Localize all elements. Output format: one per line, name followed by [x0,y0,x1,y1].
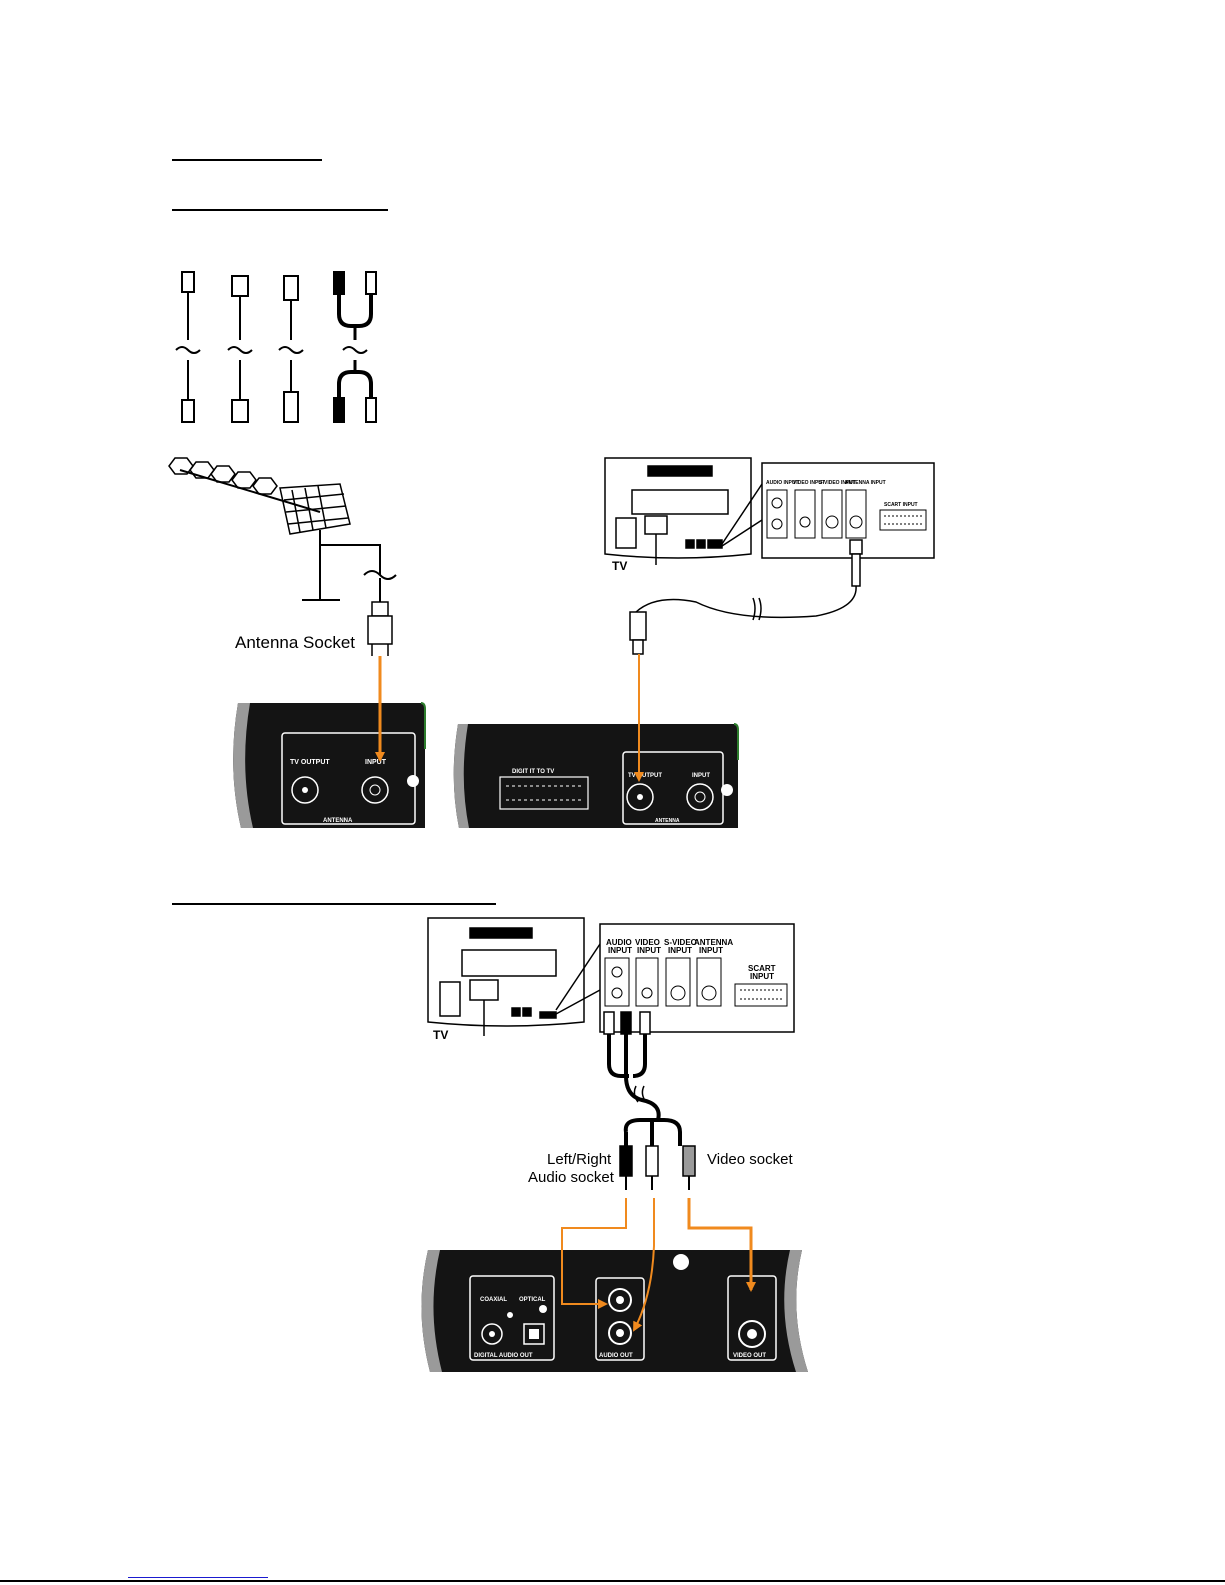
tv-top-antenna-input: ANTENNA INPUT [845,480,886,486]
panelC-coaxial-label: COAXIAL [480,1297,507,1303]
tv-bot-audio-l2: INPUT [608,946,632,955]
arrow-audio-left [561,1198,627,1309]
tv-bot-audio-l1: AUDIO [606,938,632,947]
tv-bot-video-l1: VIDEO [635,938,660,947]
tv-label-top: TV [612,559,627,573]
tv-top-scart-input: SCART INPUT [884,502,918,508]
panelB-input-label: INPUT [692,773,710,779]
video-socket-label: Video socket [707,1151,793,1168]
device-rear-panel-av-out: COAXIAL OPTICAL DIGITAL AUDIO OUT AUDIO … [421,1250,808,1372]
panelC-digital-audio-out-label: DIGITAL AUDIO OUT [474,1353,533,1359]
tv-top-video-input: VIDEO INPUT [793,480,825,486]
rca-triple-cable [603,1011,696,1190]
tv-bot-antenna-l2: INPUT [699,946,723,955]
arrow-video [687,1198,756,1292]
tv-top-audio-input: AUDIO INPUT [766,480,799,486]
panelA-antenna-label: ANTENNA [323,818,353,824]
tv-bot-svideo-l1: S-VIDEO [664,938,697,947]
panelC-video-out-label: VIDEO OUT [733,1353,766,1359]
tv-jack-panel-bottom: AUDIO INPUT VIDEO INPUT S-VIDEO INPUT AN… [599,923,795,1033]
panelB-antenna-label: ANTENNA [655,818,680,824]
panelB-scart-label: DIGIT IT TO TV [512,769,554,775]
panelA-input-label: INPUT [365,759,387,766]
tv-back-bottom [427,917,601,1036]
coax-cable-icon [175,271,201,423]
antenna-socket-label: Antenna Socket [235,633,355,652]
device-rear-panel-scart: DIGIT IT TO TV TV OUTPUT INPUT ANTENNA [453,723,739,828]
tv-bot-svideo-l2: INPUT [668,946,692,955]
tv-label-bottom: TV [433,1028,448,1042]
footer-rule [0,1580,1225,1582]
section-rule-1 [172,159,322,161]
tv-bot-scart-l1: SCART [748,964,776,973]
tv-bot-video-l2: INPUT [637,946,661,955]
tv-back-top [604,457,763,565]
arrow-audio-right [633,1198,655,1332]
tv-jack-panel-top: AUDIO INPUT VIDEO INPUT S-VIDEO INPUT AN… [761,462,935,559]
coax-tv-cable [629,539,863,655]
device-rear-panel-antenna: TV OUTPUT INPUT ANTENNA [233,702,426,828]
panelC-audio-out-label: AUDIO OUT [599,1353,633,1359]
antenna-icon [168,457,397,656]
panelB-tv-output-label: TV OUTPUT [628,773,662,779]
scart-cable-icon [278,275,304,423]
panelC-optical-label: OPTICAL [519,1297,546,1303]
rca-cable-icon [333,271,377,423]
section-rule-2 [172,209,388,211]
tv-top-svideo-input: S-VIDEO INPUT [819,480,856,486]
cable-accessories [175,271,377,423]
panelA-tv-output-label: TV OUTPUT [290,759,330,766]
tv-bot-antenna-l1: ANTENNA [694,938,733,947]
left-right-label-1: Left/Right [547,1151,612,1168]
section-rule-3 [172,903,496,905]
footer-link-underline [128,1577,268,1578]
left-right-label-2: Audio socket [528,1169,615,1186]
power-cable-icon [227,275,253,423]
tv-bot-scart-l2: INPUT [750,972,774,981]
